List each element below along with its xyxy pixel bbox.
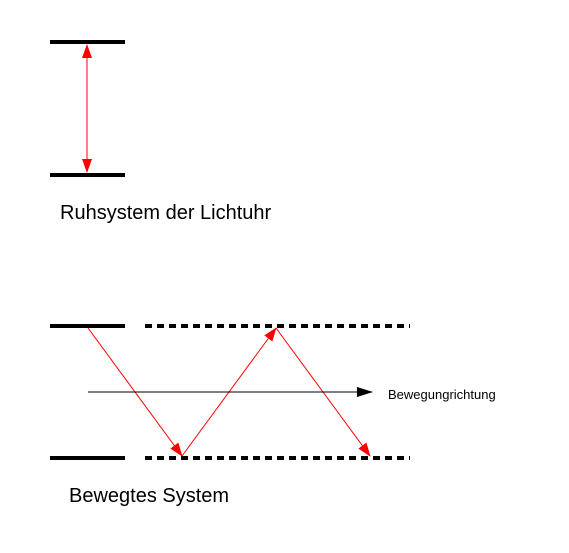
moving-frame-clock: [50, 324, 410, 460]
rest-frame-caption: Ruhsystem der Lichtuhr: [60, 202, 272, 224]
direction-label: Bewegungrichtung: [388, 387, 496, 402]
moving-frame-caption: Bewegtes System: [69, 485, 230, 507]
rest-frame-clock: [50, 40, 125, 177]
